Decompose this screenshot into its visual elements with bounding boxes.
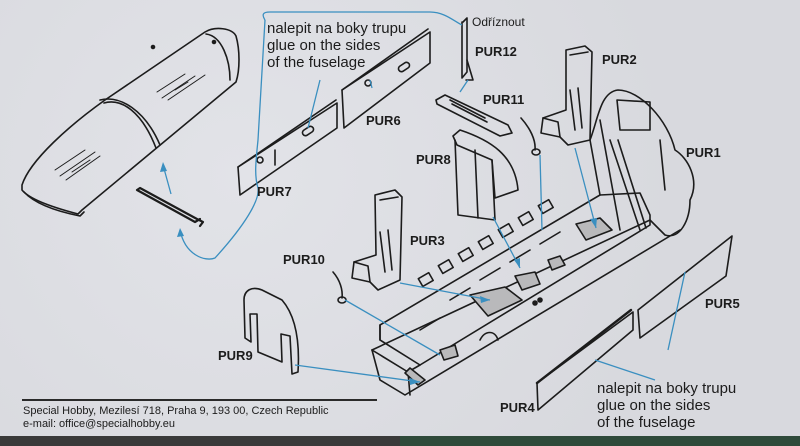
background-mat	[0, 436, 800, 446]
pur12-lever	[461, 17, 474, 81]
cut-note: Odříznout	[472, 15, 525, 29]
label-pur9: PUR9	[218, 348, 253, 363]
pur1-cockpit-tub	[371, 89, 695, 396]
background-edge	[0, 436, 400, 446]
label-pur12: PUR12	[475, 44, 517, 59]
pur11-console	[435, 94, 513, 137]
label-pur6: PUR6	[366, 113, 401, 128]
canopy-rail-part	[135, 186, 205, 228]
pur10-stick	[332, 271, 347, 304]
leader-lines	[162, 11, 686, 383]
pur4-panel	[535, 308, 634, 411]
pur2-seat	[540, 45, 593, 146]
label-pur11: PUR11	[483, 92, 525, 107]
canopy-part	[21, 27, 240, 217]
instruction-sheet	[0, 0, 800, 436]
label-pur7: PUR7	[257, 184, 292, 199]
pur3-seat	[351, 189, 403, 291]
label-pur8: PUR8	[416, 152, 451, 167]
footer-rule	[22, 399, 377, 401]
label-pur5: PUR5	[705, 296, 740, 311]
label-pur10: PUR10	[283, 252, 325, 267]
label-pur3: PUR3	[410, 233, 445, 248]
label-pur4: PUR4	[500, 400, 535, 415]
glue-note-top: nalepit na boky trupu glue on the sides …	[267, 20, 407, 71]
footer-address: Special Hobby, Mezilesí 718, Praha 9, 19…	[23, 405, 329, 417]
pur9-bulkhead	[243, 287, 300, 375]
footer-email: e-mail: office@specialhobby.eu	[23, 418, 176, 430]
pur8-panel	[452, 129, 519, 221]
pur7-panel	[237, 99, 338, 196]
glue-note-bottom: nalepit na boky trupu glue on the sides …	[597, 380, 737, 431]
footer: Special Hobby, Mezilesí 718, Praha 9, 19…	[23, 405, 329, 431]
control-stick-part	[520, 117, 541, 156]
pur5-panel	[637, 235, 733, 339]
label-pur2: PUR2	[602, 52, 637, 67]
label-pur1: PUR1	[686, 145, 721, 160]
leader-arrows	[160, 162, 597, 385]
